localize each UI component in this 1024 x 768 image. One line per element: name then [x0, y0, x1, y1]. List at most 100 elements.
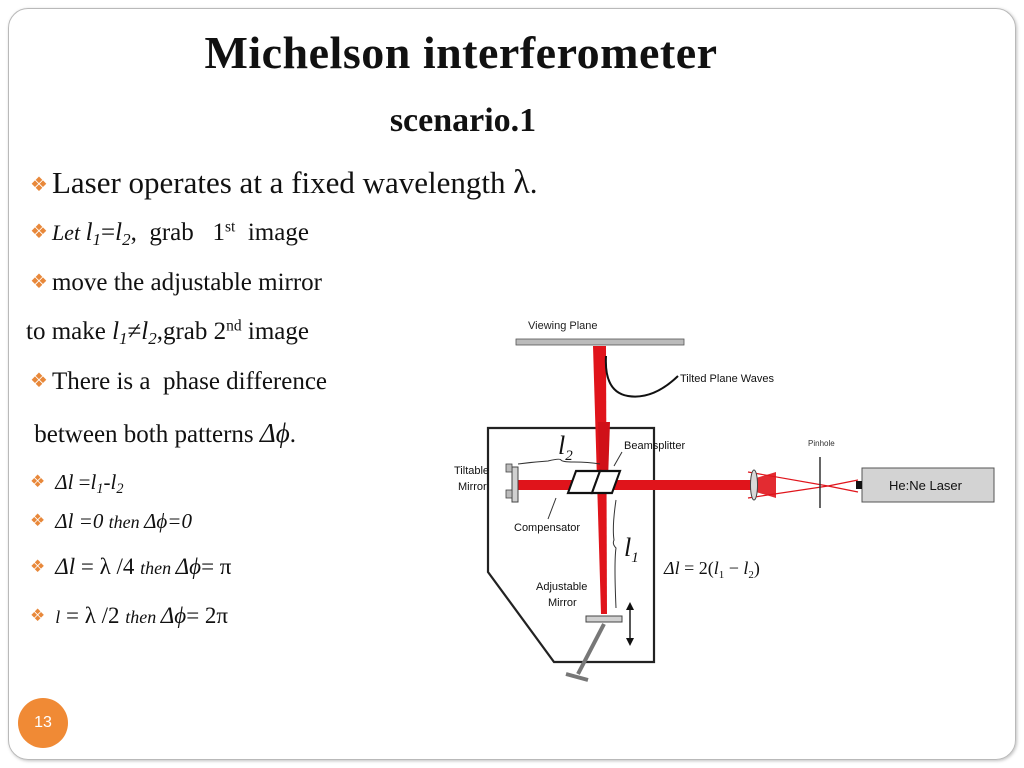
- variable-l: l: [141, 318, 149, 345]
- slide-title: Michelson interferometer: [204, 27, 718, 78]
- variable-l: l: [115, 219, 123, 246]
- bullet-text: .: [529, 165, 538, 200]
- delta-l-symbol: Δl: [55, 554, 76, 579]
- diamond-bullet-icon: ❖: [30, 370, 48, 392]
- result-text: = 2π: [186, 603, 229, 628]
- bullet-move-mirror: ❖move the adjustable mirror: [30, 269, 322, 297]
- laser-aperture: [856, 481, 862, 489]
- l2-label: l2: [558, 431, 573, 464]
- l1-label: l1: [624, 533, 639, 566]
- variable-l: l: [110, 470, 117, 494]
- delta-phi-symbol: Δϕ: [259, 418, 290, 448]
- bullet-continuation-patterns: between both patterns Δϕ.: [28, 418, 296, 449]
- result-text: = π: [201, 554, 232, 579]
- l1-brace: [612, 499, 617, 609]
- delta-l-symbol: Δl: [55, 470, 74, 494]
- path-difference-formula: Δl = 2(l1 − l2): [663, 558, 760, 581]
- l2-brace: [517, 458, 601, 465]
- diamond-bullet-icon: ❖: [30, 271, 48, 293]
- minus-sign: -: [103, 470, 111, 494]
- pinhole-label: Pinhole: [808, 439, 835, 448]
- let-text: Let: [51, 220, 86, 245]
- tilted-waves-label: Tilted Plane Waves: [680, 373, 774, 385]
- fraction-text: /2: [95, 603, 126, 628]
- bullet-text: ,grab 2: [156, 318, 227, 345]
- bullet-text: image: [241, 318, 309, 345]
- then-text: then: [140, 558, 176, 578]
- equals-sign: =: [60, 603, 85, 628]
- bullet-text: .: [289, 421, 296, 448]
- diamond-bullet-icon: ❖: [30, 606, 46, 625]
- bullet-text: There is a phase difference: [51, 368, 328, 395]
- bullet-half-wavelength: ❖ l = λ /2 then Δϕ= 2π: [30, 603, 228, 629]
- subscript-1: 1: [119, 328, 128, 348]
- lambda-symbol: λ: [99, 554, 111, 579]
- viewing-plane-screen: [515, 338, 685, 346]
- ordinal-suffix: nd: [226, 317, 242, 335]
- bullet-text: between both patterns: [28, 421, 260, 448]
- variable-l: l: [112, 318, 120, 345]
- bullet-phase-difference: ❖There is a phase difference: [30, 368, 327, 396]
- variable-l: l: [85, 219, 93, 246]
- interferometer-diagram: Viewing Plane Pinhole He:Ne Laser Tiltab…: [454, 320, 995, 682]
- equals-sign: =: [73, 470, 91, 494]
- bullet-delta-l-definition: ❖Δl =l1-l2: [30, 470, 124, 497]
- fraction-text: /4: [110, 554, 141, 579]
- tilted-waves-pointer: [604, 355, 679, 398]
- delta-phi-symbol: Δϕ: [175, 554, 202, 579]
- diamond-bullet-icon: ❖: [30, 174, 48, 196]
- beamsplitter-label: Beamsplitter: [624, 440, 685, 452]
- equals-sign: =: [75, 554, 100, 579]
- diamond-bullet-icon: ❖: [30, 557, 46, 576]
- tiltable-mirror-label: Tiltable: [454, 465, 489, 477]
- double-arrow-icon: [626, 602, 634, 646]
- equals-sign: =: [101, 219, 116, 246]
- delta-l-symbol: Δl: [55, 509, 74, 533]
- bullet-text: move the adjustable mirror: [51, 269, 322, 296]
- adjustable-mirror-label: Mirror: [548, 597, 577, 609]
- beamsplitter-pointer: [613, 451, 623, 467]
- tiltable-mirror: [505, 463, 519, 503]
- subscript-1: 1: [96, 480, 104, 497]
- tiltable-mirror-label: Mirror: [458, 481, 487, 493]
- laser-label: He:Ne Laser: [889, 478, 963, 493]
- delta-phi-symbol: Δϕ: [160, 603, 187, 628]
- lambda-symbol: λ: [84, 603, 96, 628]
- slide-frame: [8, 8, 1016, 760]
- ordinal-suffix: st: [225, 218, 236, 236]
- lens: [750, 469, 758, 501]
- bullet-text: Laser operates at a fixed wavelength: [51, 165, 514, 200]
- laser-source-box: [861, 467, 995, 503]
- diamond-bullet-icon: ❖: [30, 472, 46, 491]
- equals-zero: =0: [167, 509, 192, 533]
- laser-cone: [747, 471, 859, 499]
- then-text: then: [125, 607, 161, 627]
- slide-subtitle: scenario.1: [389, 102, 537, 139]
- subscript-2: 2: [116, 480, 124, 497]
- not-equal-sign: ≠: [127, 318, 142, 345]
- diamond-bullet-icon: ❖: [30, 511, 46, 530]
- slide-number-badge: 13: [18, 698, 68, 748]
- compensator-label: Compensator: [514, 522, 580, 534]
- bullet-text: to make: [26, 318, 113, 345]
- variable-l: l: [55, 607, 61, 627]
- subscript-1: 1: [92, 229, 102, 249]
- bullet-zero-phase: ❖Δl =0 then Δϕ=0: [30, 509, 192, 534]
- subscript-2: 2: [148, 328, 157, 348]
- variable-l: l: [90, 470, 97, 494]
- subscript-2: 2: [122, 229, 131, 249]
- viewing-plane-label: Viewing Plane: [528, 320, 598, 332]
- compensator-pointer: [547, 497, 557, 520]
- then-text: then: [108, 512, 145, 532]
- bullet-quarter-wavelength: ❖ Δl = λ /4 then Δϕ= π: [30, 554, 231, 580]
- beamsplitter-compensator: [566, 469, 622, 495]
- lambda-symbol: λ: [513, 164, 530, 201]
- diamond-bullet-icon: ❖: [30, 221, 48, 243]
- bullet-continuation-second-image: to make l1≠l2,grab 2nd image: [26, 317, 309, 348]
- enclosure-outline: [486, 426, 656, 664]
- adjustable-mirror: [565, 615, 623, 682]
- bullet-text: , grab 1: [130, 219, 225, 246]
- bullet-text: image: [235, 219, 309, 246]
- delta-phi-symbol: Δϕ: [144, 509, 168, 533]
- equals-zero: =0: [73, 509, 109, 533]
